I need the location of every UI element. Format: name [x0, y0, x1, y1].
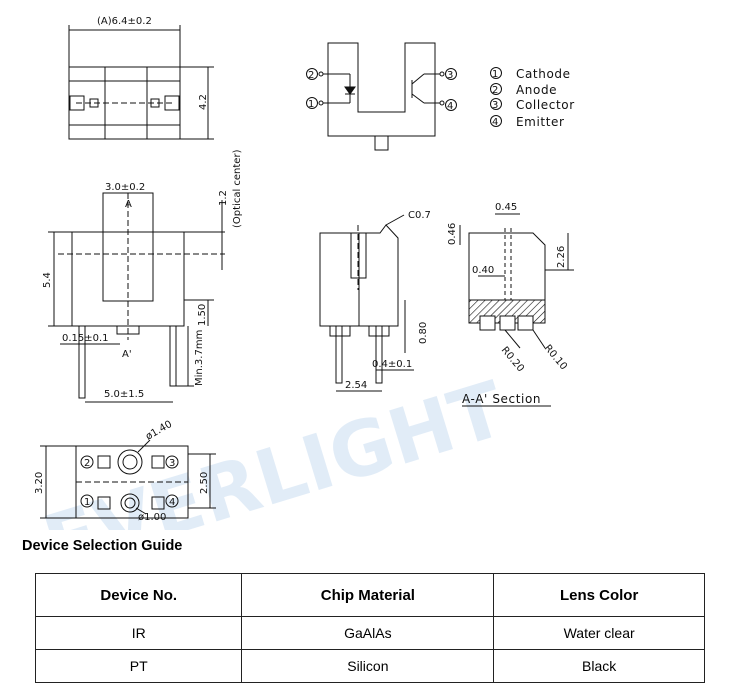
bottom-pin-3-number: 3: [169, 458, 175, 469]
legend-4-number: 4: [492, 117, 498, 128]
dim-chamfer: C0.7: [408, 210, 431, 221]
dim-250: 2.50: [199, 472, 210, 494]
dim-section-045: 0.45: [495, 202, 517, 213]
dim-lead-015: 0.15±0.1: [62, 333, 109, 344]
dim-radius-020: R0.20: [499, 345, 526, 374]
bottom-view: [40, 439, 216, 519]
table-row: IR GaAlAs Water clear: [34, 616, 705, 650]
dim-height-42: 4.2: [198, 94, 209, 110]
technical-drawing: EVERLIGHT: [34, 16, 575, 530]
header-chip-material: Chip Material: [241, 573, 495, 617]
bottom-pin-4-number: 4: [169, 497, 175, 508]
dim-lead-04: 0.4±0.1: [372, 359, 412, 370]
header-lens-color: Lens Color: [493, 573, 705, 617]
section-label: A-A' Section: [462, 392, 541, 406]
dim-radius-010: R0.10: [542, 343, 569, 372]
cell-device-no: PT: [34, 649, 243, 683]
header-device-no: Device No.: [34, 573, 243, 617]
dim-section-046: 0.46: [447, 223, 458, 245]
schematic-pin-3-number: 3: [447, 70, 453, 81]
legend-4-name: Emitter: [516, 115, 565, 129]
schematic-pin-2-number: 2: [308, 70, 314, 81]
dim-diameter-140: ø1.40: [144, 419, 174, 443]
legend-1-name: Cathode: [516, 67, 571, 81]
dim-pitch-254: 2.54: [345, 380, 367, 391]
dim-optical-center: (Optical center): [232, 149, 243, 228]
section-title: Device Selection Guide: [22, 538, 183, 554]
cell-device-no: IR: [34, 616, 243, 650]
table-row: PT Silicon Black: [34, 649, 705, 683]
label-a-prime: A': [122, 349, 132, 360]
schematic-view: [306, 42, 502, 151]
legend-3-number: 3: [492, 100, 498, 111]
dim-height-54: 5.4: [42, 272, 53, 288]
top-view: [68, 25, 214, 140]
legend-2-name: Anode: [516, 83, 557, 97]
dim-overall-width: (A)6.4±0.2: [97, 16, 152, 27]
dim-width-30: 3.0±0.2: [105, 182, 145, 193]
schematic-pin-1-number: 1: [308, 99, 314, 110]
device-selection-table: Device No. Chip Material Lens Color IR G…: [34, 573, 705, 683]
bottom-pin-2-number: 2: [84, 458, 90, 469]
legend-1-number: 1: [492, 69, 498, 80]
legend-3-name: Collector: [516, 98, 575, 112]
side-view: [319, 214, 414, 392]
cell-chip-material: Silicon: [241, 649, 495, 683]
bottom-pin-1-number: 1: [84, 497, 90, 508]
dim-optical-12: 1.2: [218, 190, 229, 206]
cell-lens-color: Water clear: [493, 616, 705, 650]
dim-span-50: 5.0±1.5: [104, 389, 144, 400]
legend-2-number: 2: [492, 85, 498, 96]
dim-min-37: Min.3.7mm: [194, 330, 205, 386]
dim-150: 1.50: [197, 304, 208, 326]
dim-080: 0.80: [418, 322, 429, 344]
label-a: A: [125, 199, 132, 210]
dim-diameter-100: ø1.00: [138, 512, 166, 523]
table-header-row: Device No. Chip Material Lens Color: [34, 573, 705, 617]
dim-section-226: 2.26: [556, 246, 567, 268]
section-view: [459, 213, 574, 407]
cell-lens-color: Black: [493, 649, 705, 683]
dim-320: 3.20: [34, 472, 45, 494]
cell-chip-material: GaAlAs: [241, 616, 495, 650]
front-view: [48, 192, 225, 403]
schematic-pin-4-number: 4: [447, 101, 453, 112]
dim-section-040: 0.40: [472, 265, 494, 276]
